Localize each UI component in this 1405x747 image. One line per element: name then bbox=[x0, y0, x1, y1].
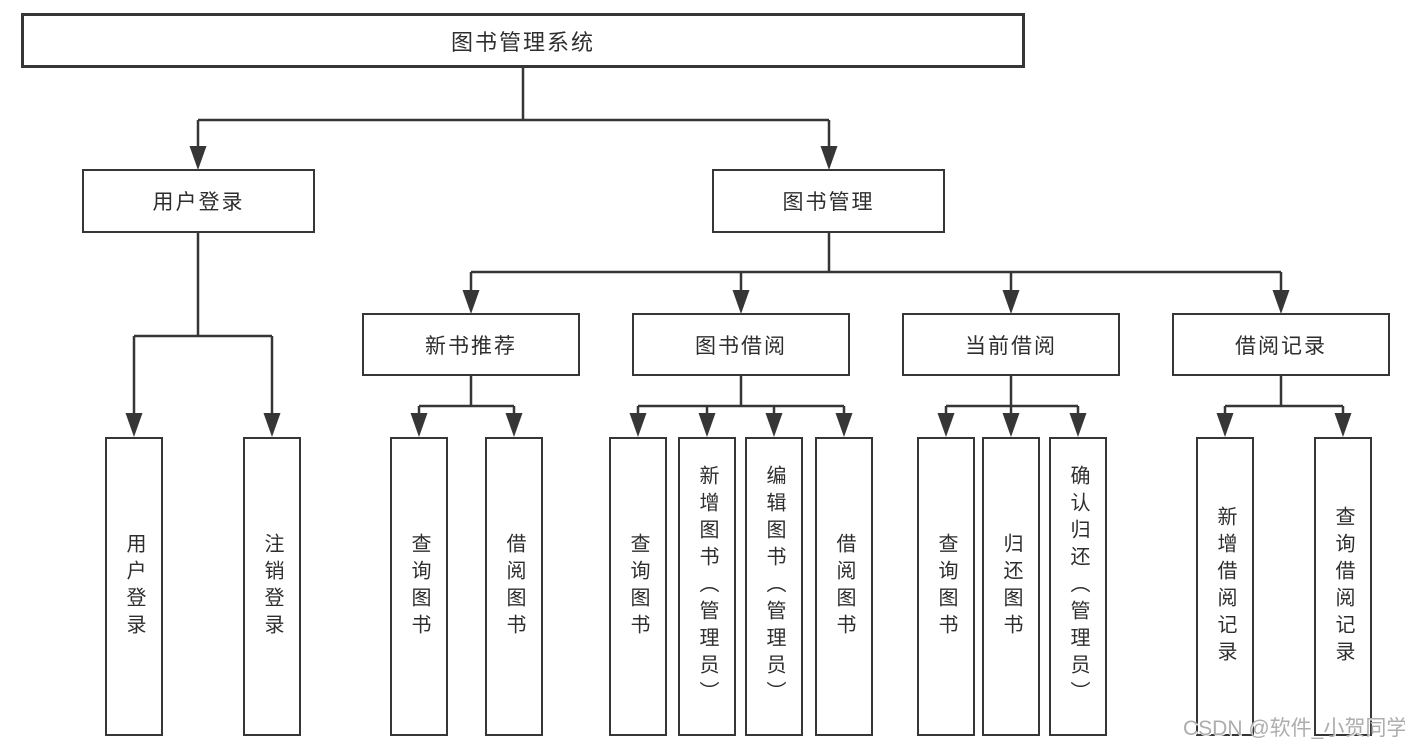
leaf-query-borrow-record: 查询借阅记录 bbox=[1314, 437, 1372, 736]
node-book-borrow: 图书借阅 bbox=[632, 313, 850, 376]
leaf-query-book-current: 查询图书 bbox=[917, 437, 975, 736]
node-new-book-recommend-label: 新书推荐 bbox=[425, 334, 517, 358]
leaf-confirm-return-admin-label: 确认归还（管理员） bbox=[1067, 465, 1089, 708]
leaf-edit-book-admin: 编辑图书（管理员） bbox=[745, 437, 803, 736]
node-book-management-label: 图书管理 bbox=[782, 191, 875, 214]
node-root-label: 图书管理系统 bbox=[450, 29, 595, 55]
leaf-add-book-admin: 新增图书（管理员） bbox=[678, 437, 736, 736]
leaf-user-login-label: 用户登录 bbox=[123, 532, 145, 641]
leaf-logout: 注销登录 bbox=[243, 437, 301, 736]
leaf-borrow-book-label: 借阅图书 bbox=[833, 532, 855, 641]
node-borrow-records: 借阅记录 bbox=[1172, 313, 1390, 376]
leaf-query-book-recommend-label: 查询图书 bbox=[408, 532, 430, 641]
leaf-add-book-admin-label: 新增图书（管理员） bbox=[696, 465, 718, 708]
leaf-add-borrow-record: 新增借阅记录 bbox=[1196, 437, 1254, 736]
leaf-return-book-label: 归还图书 bbox=[1000, 532, 1022, 641]
node-new-book-recommend: 新书推荐 bbox=[362, 313, 580, 376]
leaf-query-book-current-label: 查询图书 bbox=[935, 532, 957, 641]
leaf-borrow-book-recommend: 借阅图书 bbox=[485, 437, 543, 736]
leaf-logout-label: 注销登录 bbox=[261, 532, 283, 641]
watermark: CSDN @软件_小贺同学 bbox=[1183, 717, 1405, 740]
node-current-borrow-label: 当前借阅 bbox=[965, 334, 1057, 358]
leaf-query-borrow-record-label: 查询借阅记录 bbox=[1332, 505, 1354, 668]
leaf-query-book-recommend: 查询图书 bbox=[390, 437, 448, 736]
leaf-user-login: 用户登录 bbox=[105, 437, 163, 736]
node-book-borrow-label: 图书借阅 bbox=[695, 334, 787, 358]
leaf-confirm-return-admin: 确认归还（管理员） bbox=[1049, 437, 1107, 736]
leaf-return-book: 归还图书 bbox=[982, 437, 1040, 736]
node-current-borrow: 当前借阅 bbox=[902, 313, 1120, 376]
leaf-edit-book-admin-label: 编辑图书（管理员） bbox=[763, 465, 785, 708]
node-borrow-records-label: 借阅记录 bbox=[1235, 334, 1327, 358]
connector-path bbox=[132, 68, 1345, 416]
node-book-management: 图书管理 bbox=[712, 169, 945, 233]
leaf-query-book-borrow: 查询图书 bbox=[609, 437, 667, 736]
leaf-add-borrow-record-label: 新增借阅记录 bbox=[1214, 505, 1236, 668]
leaf-borrow-book: 借阅图书 bbox=[815, 437, 873, 736]
leaf-borrow-book-recommend-label: 借阅图书 bbox=[503, 532, 525, 641]
node-user-login-label: 用户登录 bbox=[152, 191, 245, 214]
leaf-query-book-borrow-label: 查询图书 bbox=[627, 532, 649, 641]
node-root: 图书管理系统 bbox=[21, 13, 1025, 68]
node-user-login: 用户登录 bbox=[82, 169, 315, 233]
